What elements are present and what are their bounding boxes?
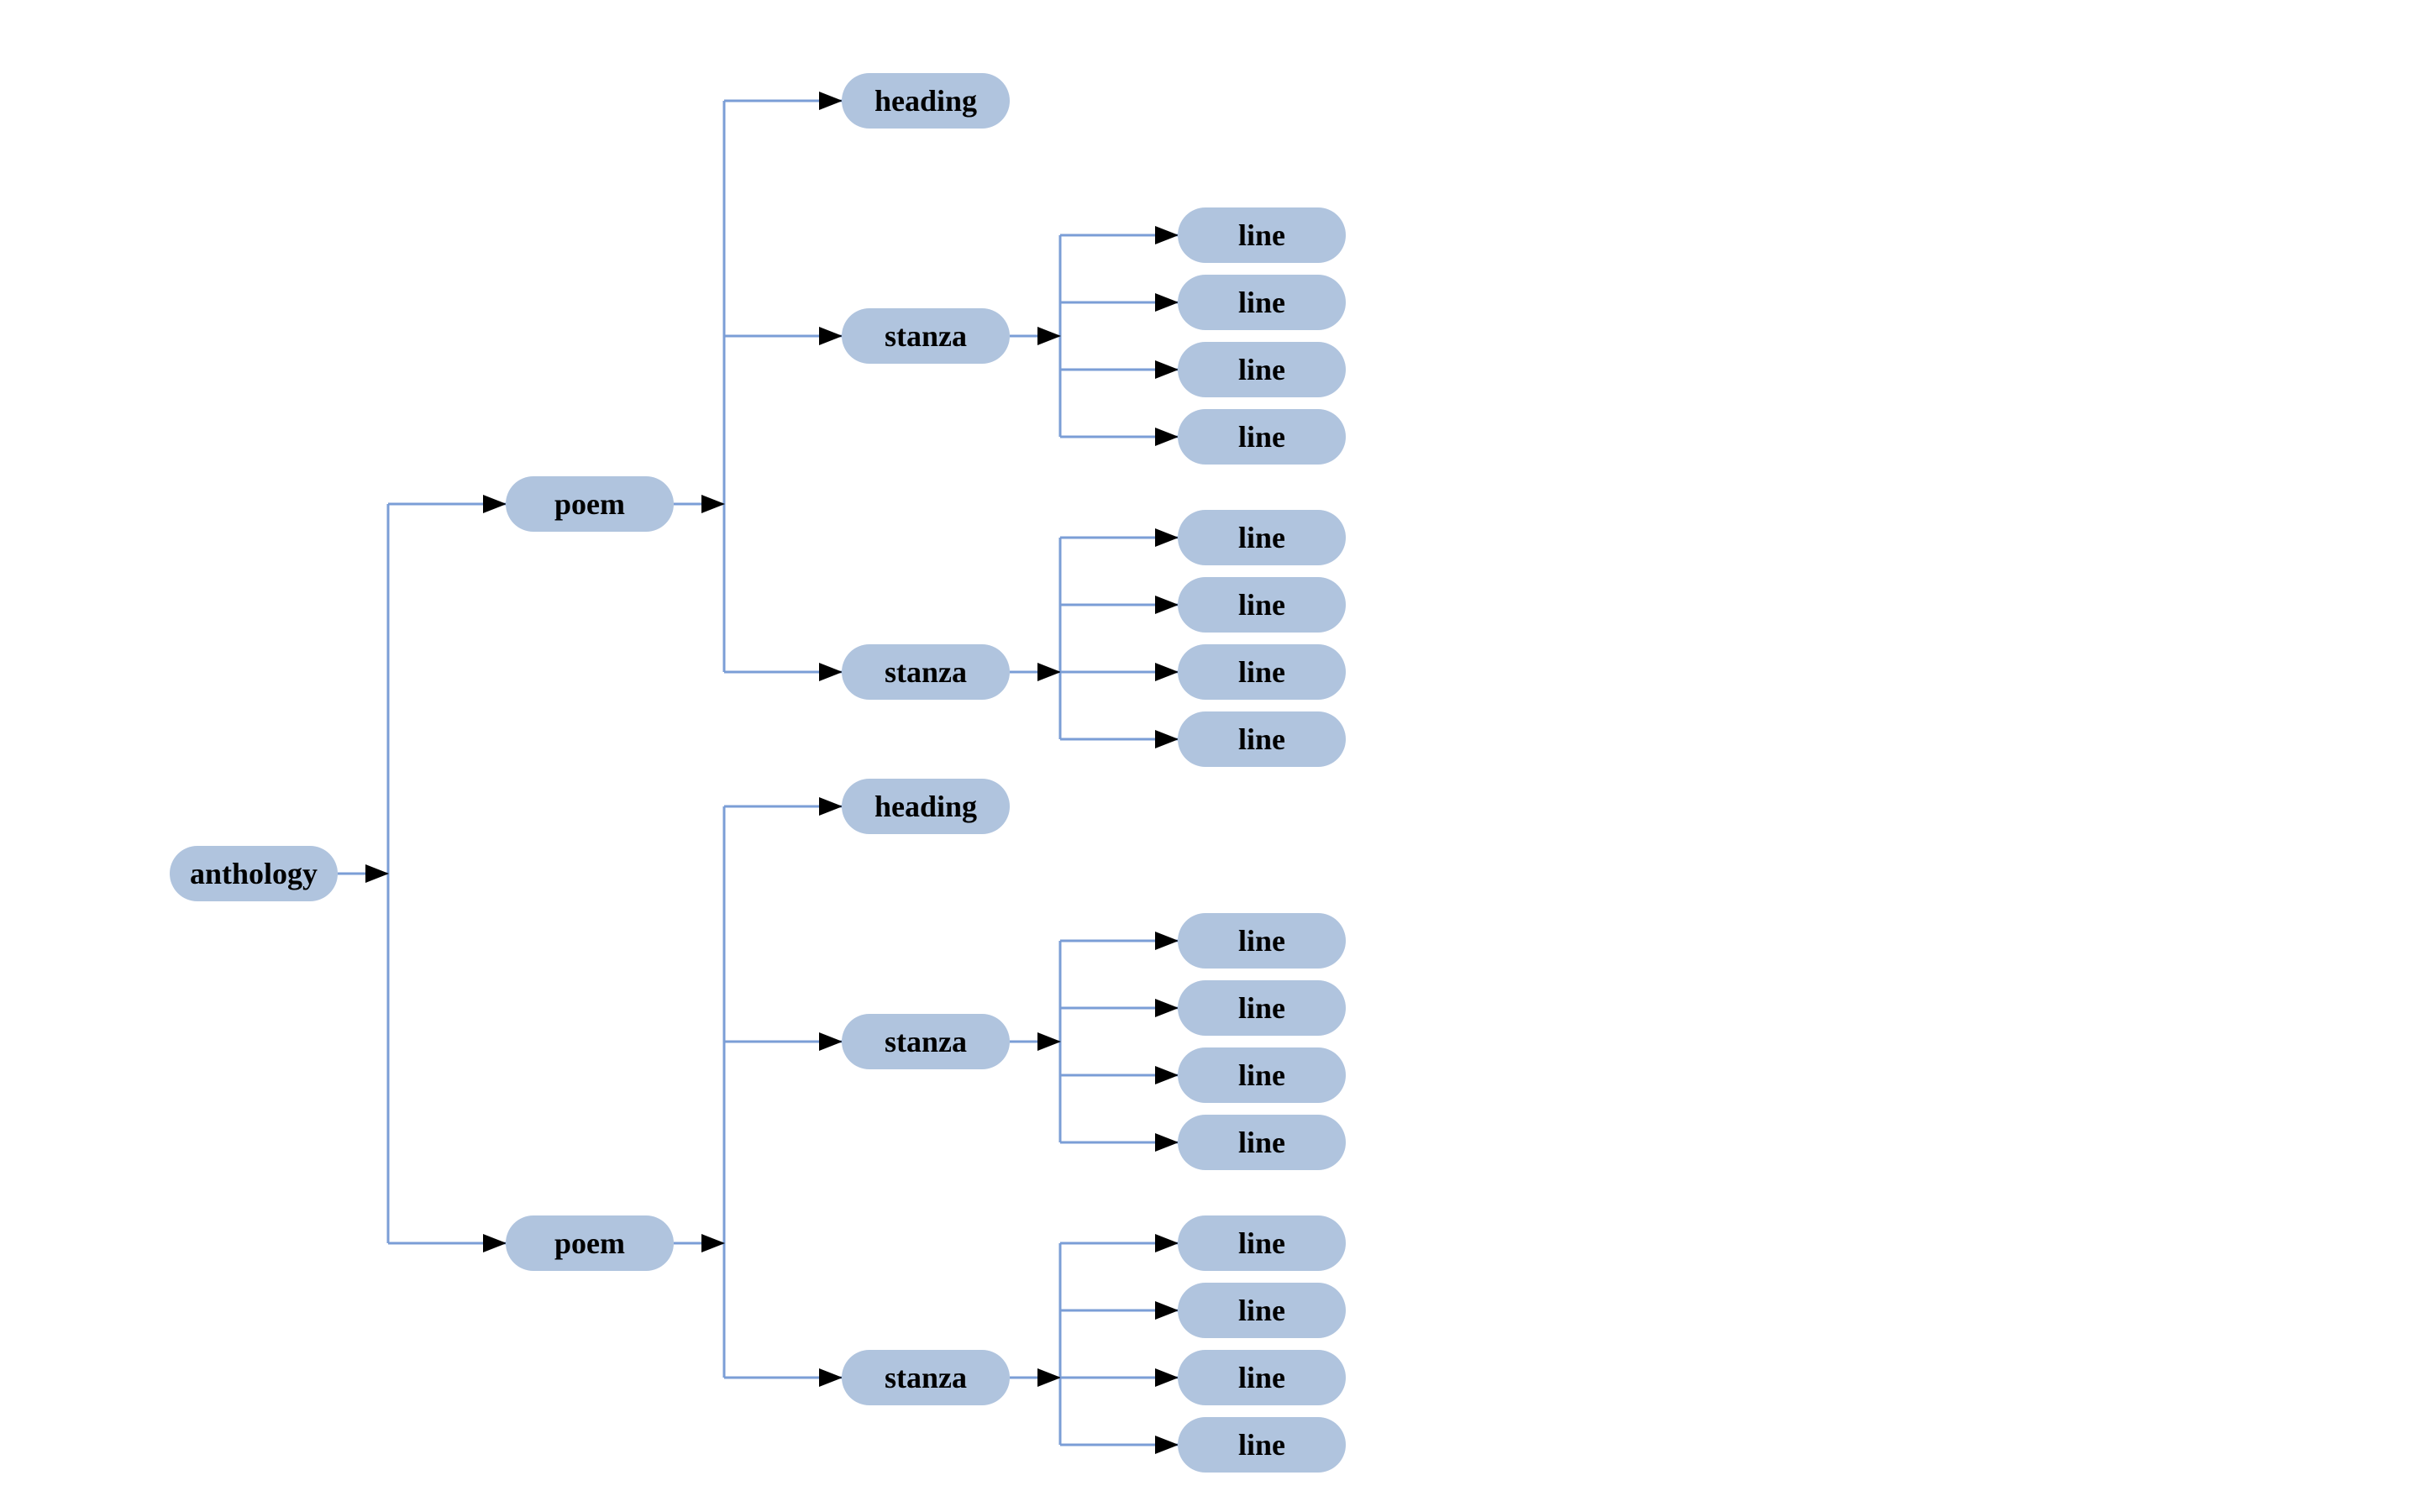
node-line-8: line <box>1178 711 1346 767</box>
node-line-1: line <box>1178 207 1346 263</box>
node-line-16: line <box>1178 1417 1346 1473</box>
node-line-4: line <box>1178 409 1346 465</box>
node-line-14: line <box>1178 1283 1346 1338</box>
node-line-6: line <box>1178 577 1346 633</box>
node-heading-2: heading <box>842 779 1010 834</box>
node-stanza-2: stanza <box>842 644 1010 700</box>
node-line-5: line <box>1178 510 1346 565</box>
node-line-10: line <box>1178 980 1346 1036</box>
node-poem-2: poem <box>506 1215 674 1271</box>
node-poem-1: poem <box>506 476 674 532</box>
node-line-12: line <box>1178 1115 1346 1170</box>
node-line-11: line <box>1178 1047 1346 1103</box>
node-stanza-4: stanza <box>842 1350 1010 1405</box>
node-line-15: line <box>1178 1350 1346 1405</box>
node-stanza-1: stanza <box>842 308 1010 364</box>
node-line-13: line <box>1178 1215 1346 1271</box>
node-stanza-3: stanza <box>842 1014 1010 1069</box>
node-line-3: line <box>1178 342 1346 397</box>
node-heading-1: heading <box>842 73 1010 129</box>
node-line-2: line <box>1178 275 1346 330</box>
node-line-7: line <box>1178 644 1346 700</box>
node-anthology: anthology <box>170 846 338 901</box>
node-line-9: line <box>1178 913 1346 969</box>
